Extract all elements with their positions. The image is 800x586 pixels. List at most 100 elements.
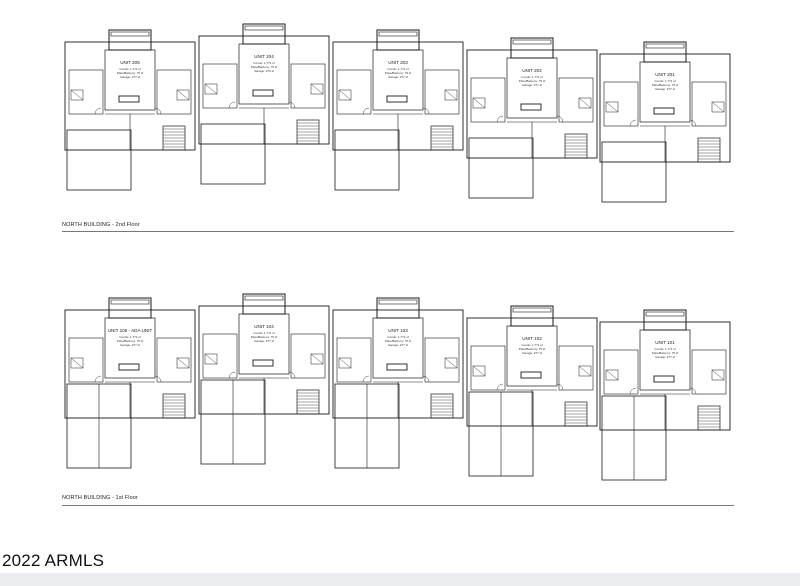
unit-area-line: Condo: 1,771 sf — [521, 343, 542, 347]
balcony-rail — [512, 39, 552, 45]
door-swing — [154, 107, 162, 115]
door-swing — [228, 101, 236, 109]
door-swing — [689, 387, 697, 395]
unit-area-line: Condo: 1,771 sf — [387, 67, 408, 71]
bath-mark — [176, 357, 190, 369]
unit-name: UNIT 203 — [388, 60, 408, 65]
door-swing — [362, 375, 370, 383]
bedroom-left — [470, 345, 506, 391]
bath-right — [711, 369, 725, 381]
great-room — [506, 325, 558, 387]
unit-area-line: Garage: 277 sf — [388, 343, 408, 347]
great-room — [506, 57, 558, 119]
door-swing — [556, 383, 564, 391]
unit-area-line: Condo: 1,771 sf — [253, 331, 274, 335]
floor-rule-1st — [62, 505, 734, 506]
bath-left — [70, 89, 84, 101]
balcony-box — [510, 37, 554, 59]
balcony-box — [242, 23, 286, 45]
door-swing — [94, 107, 102, 115]
unit-area-line: Patio/Balcony: 75 sf — [652, 83, 679, 87]
balcony-box — [376, 29, 420, 51]
bath-mark — [310, 353, 324, 365]
unit-area-line: Patio/Balcony: 75 sf — [519, 79, 546, 83]
door-swing — [629, 119, 637, 127]
bedroom-right — [558, 77, 594, 123]
kitchen-island — [653, 375, 675, 383]
door-swing — [422, 107, 430, 115]
bedroom-right — [424, 69, 460, 115]
unit-area-line: Condo: 1,771 sf — [387, 335, 408, 339]
unit-area-line: Garage: 277 sf — [120, 75, 140, 79]
bedroom-right — [424, 337, 460, 383]
balcony-rail — [110, 299, 150, 305]
unit-area-line: Condo: 1,771 sf — [521, 75, 542, 79]
unit-area-line: Garage: 276 sf — [254, 69, 274, 73]
balcony-rail — [110, 31, 150, 37]
kitchen-island — [653, 107, 675, 115]
balcony-rail — [244, 295, 284, 301]
bath-right — [711, 101, 725, 113]
balcony-rail — [378, 31, 418, 37]
bath-mark — [70, 89, 84, 101]
bedroom-left — [336, 337, 372, 383]
door-swing — [154, 375, 162, 383]
unit-area-line: Condo: 1,771 sf — [654, 79, 675, 83]
balcony-rail — [244, 25, 284, 31]
great-room — [238, 313, 290, 375]
door-swing — [689, 119, 697, 127]
unit-area-line: Garage: 277 sf — [522, 351, 542, 355]
balcony-box — [108, 29, 152, 51]
bath-mark — [605, 101, 619, 113]
kitchen-island — [386, 95, 408, 103]
kitchen-island — [252, 359, 274, 367]
door-swing — [94, 375, 102, 383]
bath-mark — [711, 101, 725, 113]
kitchen-island — [252, 89, 274, 97]
bath-left — [472, 365, 486, 377]
bath-right — [310, 353, 324, 365]
bedroom-left — [68, 337, 104, 383]
bath-mark — [578, 97, 592, 109]
bedroom-left — [336, 69, 372, 115]
kitchen-island — [386, 363, 408, 371]
door-swing — [362, 107, 370, 115]
unit-name: UNIT 105 - ADA UNIT — [108, 328, 153, 333]
unit-area-line: Garage: 277 sf — [655, 87, 675, 91]
bath-right — [578, 365, 592, 377]
bath-left — [605, 101, 619, 113]
great-room — [238, 43, 290, 105]
great-room — [104, 317, 156, 379]
bath-mark — [605, 369, 619, 381]
bedroom-left — [202, 333, 238, 379]
unit-area-line: Patio/Balcony: 75 sf — [652, 351, 679, 355]
unit-area-line: Patio/Balcony: 75 sf — [251, 335, 278, 339]
unit-name: UNIT 103 — [388, 328, 408, 333]
unit-area-line: Patio/Balcony: 75 sf — [117, 339, 144, 343]
unit-area-line: Patio/Balcony: 75 sf — [385, 71, 412, 75]
unit-area-line: Garage: 277 sf — [655, 355, 675, 359]
unit-name: UNIT 101 — [655, 340, 675, 345]
bath-mark — [338, 357, 352, 369]
door-swing — [556, 115, 564, 123]
bath-mark — [711, 369, 725, 381]
unit-area-line: Condo: 1,771 sf — [119, 67, 140, 71]
bath-mark — [338, 89, 352, 101]
bath-left — [605, 369, 619, 381]
bath-mark — [204, 353, 218, 365]
bedroom-right — [290, 63, 326, 109]
balcony-rail — [512, 307, 552, 313]
bath-left — [204, 83, 218, 95]
bath-mark — [444, 89, 458, 101]
bedroom-left — [470, 77, 506, 123]
bedroom-right — [691, 81, 727, 127]
bedroom-left — [603, 349, 639, 395]
